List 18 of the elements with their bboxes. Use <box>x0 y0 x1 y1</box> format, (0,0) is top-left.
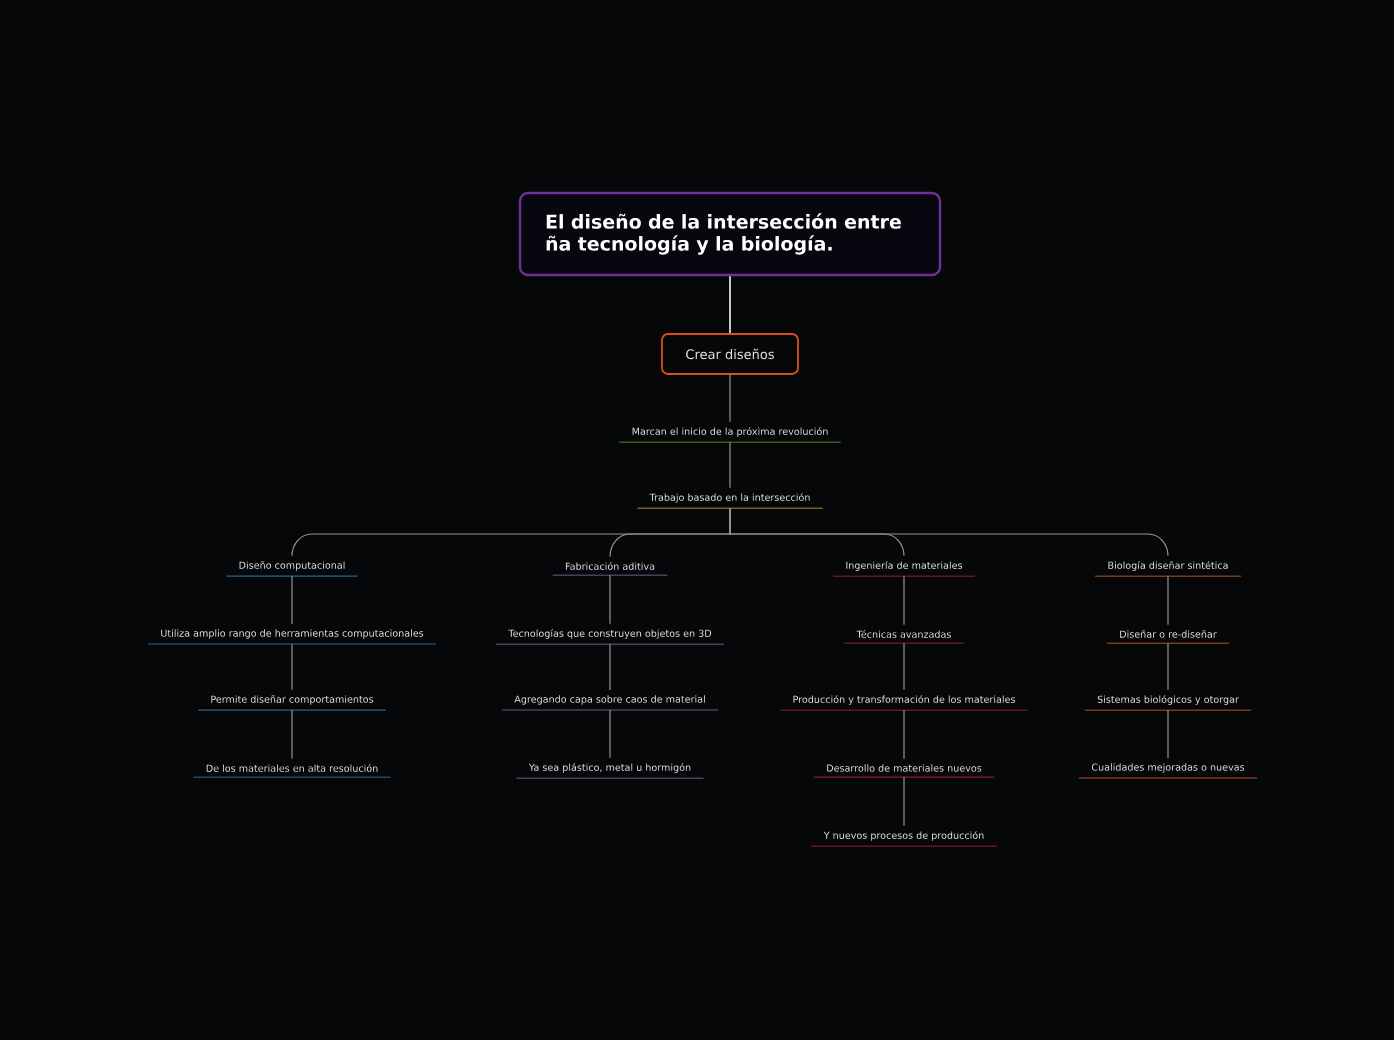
connector-line <box>903 776 905 827</box>
title-box: El diseño de la intersección entre ña tecnología y la biología. <box>518 191 942 277</box>
connector-line <box>729 374 731 423</box>
connector-line <box>1167 709 1169 759</box>
connector-line <box>609 709 611 759</box>
connector-line <box>729 441 731 489</box>
connector-line <box>903 642 905 691</box>
connector-line <box>903 575 905 626</box>
connector-line <box>729 507 1169 557</box>
connector-line <box>609 574 611 625</box>
connector-line <box>291 575 293 625</box>
connector-line <box>903 709 905 760</box>
connector-line <box>729 275 731 334</box>
connector-line <box>1167 642 1169 691</box>
connector-line <box>609 643 611 691</box>
connector-line <box>291 643 293 691</box>
connector-line <box>291 709 293 760</box>
connector-line <box>1167 575 1169 626</box>
